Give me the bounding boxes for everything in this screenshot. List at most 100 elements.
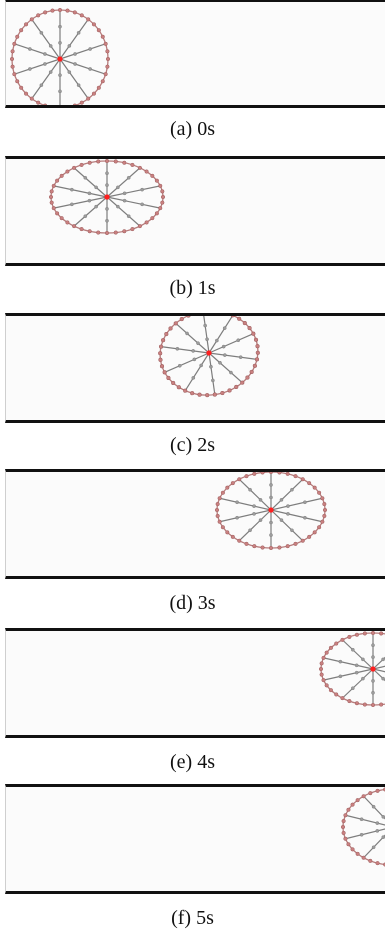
rim-node — [176, 385, 181, 390]
wheel-spoke — [363, 834, 385, 859]
spoke-node — [375, 821, 380, 825]
wheel-rim — [342, 788, 385, 866]
spoke-node — [269, 495, 273, 500]
wheel-a — [9, 7, 111, 108]
spoke-node — [338, 659, 343, 664]
rim-node — [91, 22, 96, 27]
rim-node — [252, 472, 257, 476]
rim-node — [159, 364, 165, 369]
rim-node — [379, 631, 384, 636]
spoke-node — [48, 44, 53, 48]
rim-node — [379, 702, 384, 707]
spoke-node — [105, 207, 109, 211]
rim-node — [166, 375, 171, 381]
frame-caption-e: (e) 4s — [170, 751, 215, 773]
spoke-node — [371, 643, 375, 648]
spoke-node — [88, 47, 92, 51]
wheel-f — [340, 787, 385, 867]
spoke-node — [286, 504, 290, 508]
spoke-node — [83, 175, 88, 180]
rim-node — [317, 490, 322, 495]
spoke-node — [351, 647, 355, 652]
rim-node — [307, 481, 312, 486]
spoke-node — [258, 498, 263, 502]
rim-node — [96, 230, 101, 235]
rim-node — [322, 507, 328, 513]
wheel-spoke — [270, 509, 323, 523]
rim-node — [15, 34, 20, 39]
wheel-spoke — [14, 58, 61, 75]
rim-node — [49, 200, 54, 205]
rim-node — [324, 683, 329, 688]
wheel-spoke — [270, 497, 323, 511]
rim-node — [368, 858, 373, 863]
spoke-node — [70, 202, 74, 207]
wheel-e — [318, 631, 385, 708]
spoke-node — [43, 62, 47, 66]
rim-node — [103, 41, 108, 46]
spoke-node — [359, 832, 364, 837]
rim-node — [87, 229, 92, 234]
rim-node — [79, 162, 84, 167]
spoke-node — [236, 338, 241, 343]
rim-node — [144, 169, 149, 174]
frame-caption-f: (f) 5s — [171, 907, 214, 929]
rim-node — [253, 337, 259, 342]
rim-node — [354, 701, 359, 706]
rim-node — [255, 344, 260, 349]
spoke-node — [222, 326, 227, 330]
wheel-spoke — [59, 19, 89, 60]
spoke-node — [381, 815, 385, 819]
spoke-node — [269, 533, 273, 537]
rim-node — [10, 64, 15, 69]
rim-node — [318, 666, 324, 672]
wheel-spoke — [238, 509, 272, 542]
rim-node — [130, 162, 135, 167]
rim-node — [368, 791, 373, 796]
rim-node — [268, 545, 274, 551]
spoke-node — [279, 518, 284, 522]
spoke-node — [209, 364, 213, 369]
rim-node — [227, 388, 232, 393]
rim-node — [215, 502, 220, 507]
rim-node — [268, 472, 274, 475]
wheel-spoke — [59, 43, 106, 60]
rim-node — [36, 13, 41, 18]
rim-node — [168, 326, 173, 331]
spoke-node — [338, 674, 343, 679]
rim-node — [65, 8, 70, 13]
rim-node — [171, 380, 176, 386]
spoke-node — [354, 670, 359, 675]
wheel-spoke — [31, 58, 61, 99]
wheel-spoke — [73, 167, 108, 198]
rim-node — [340, 637, 345, 642]
rim-node — [260, 472, 265, 475]
rim-node — [29, 17, 34, 22]
wheel-spoke — [106, 196, 161, 209]
spoke-node — [140, 187, 144, 192]
rim-node — [328, 645, 333, 650]
spoke-node — [76, 83, 81, 87]
spoke-node — [221, 344, 226, 349]
rim-node — [57, 7, 63, 13]
rim-node — [312, 530, 317, 535]
rim-node — [370, 702, 376, 708]
spoke-node — [248, 528, 252, 533]
spoke-node — [70, 187, 74, 192]
rim-node — [362, 631, 367, 636]
spoke-node — [354, 663, 359, 668]
wheel-spoke — [219, 509, 272, 523]
spoke-node — [192, 357, 197, 362]
rim-node — [341, 819, 346, 824]
rim-node — [319, 672, 324, 677]
wheel-spoke — [31, 19, 61, 60]
rim-node — [15, 79, 20, 84]
rim-node — [51, 106, 55, 108]
wheel-spoke — [164, 352, 210, 373]
rim-node — [224, 313, 228, 315]
rim-node — [205, 393, 210, 398]
spoke-node — [191, 376, 196, 380]
spoke-node — [122, 198, 127, 203]
spoke-node — [105, 183, 109, 187]
wheel-spoke — [14, 43, 61, 60]
